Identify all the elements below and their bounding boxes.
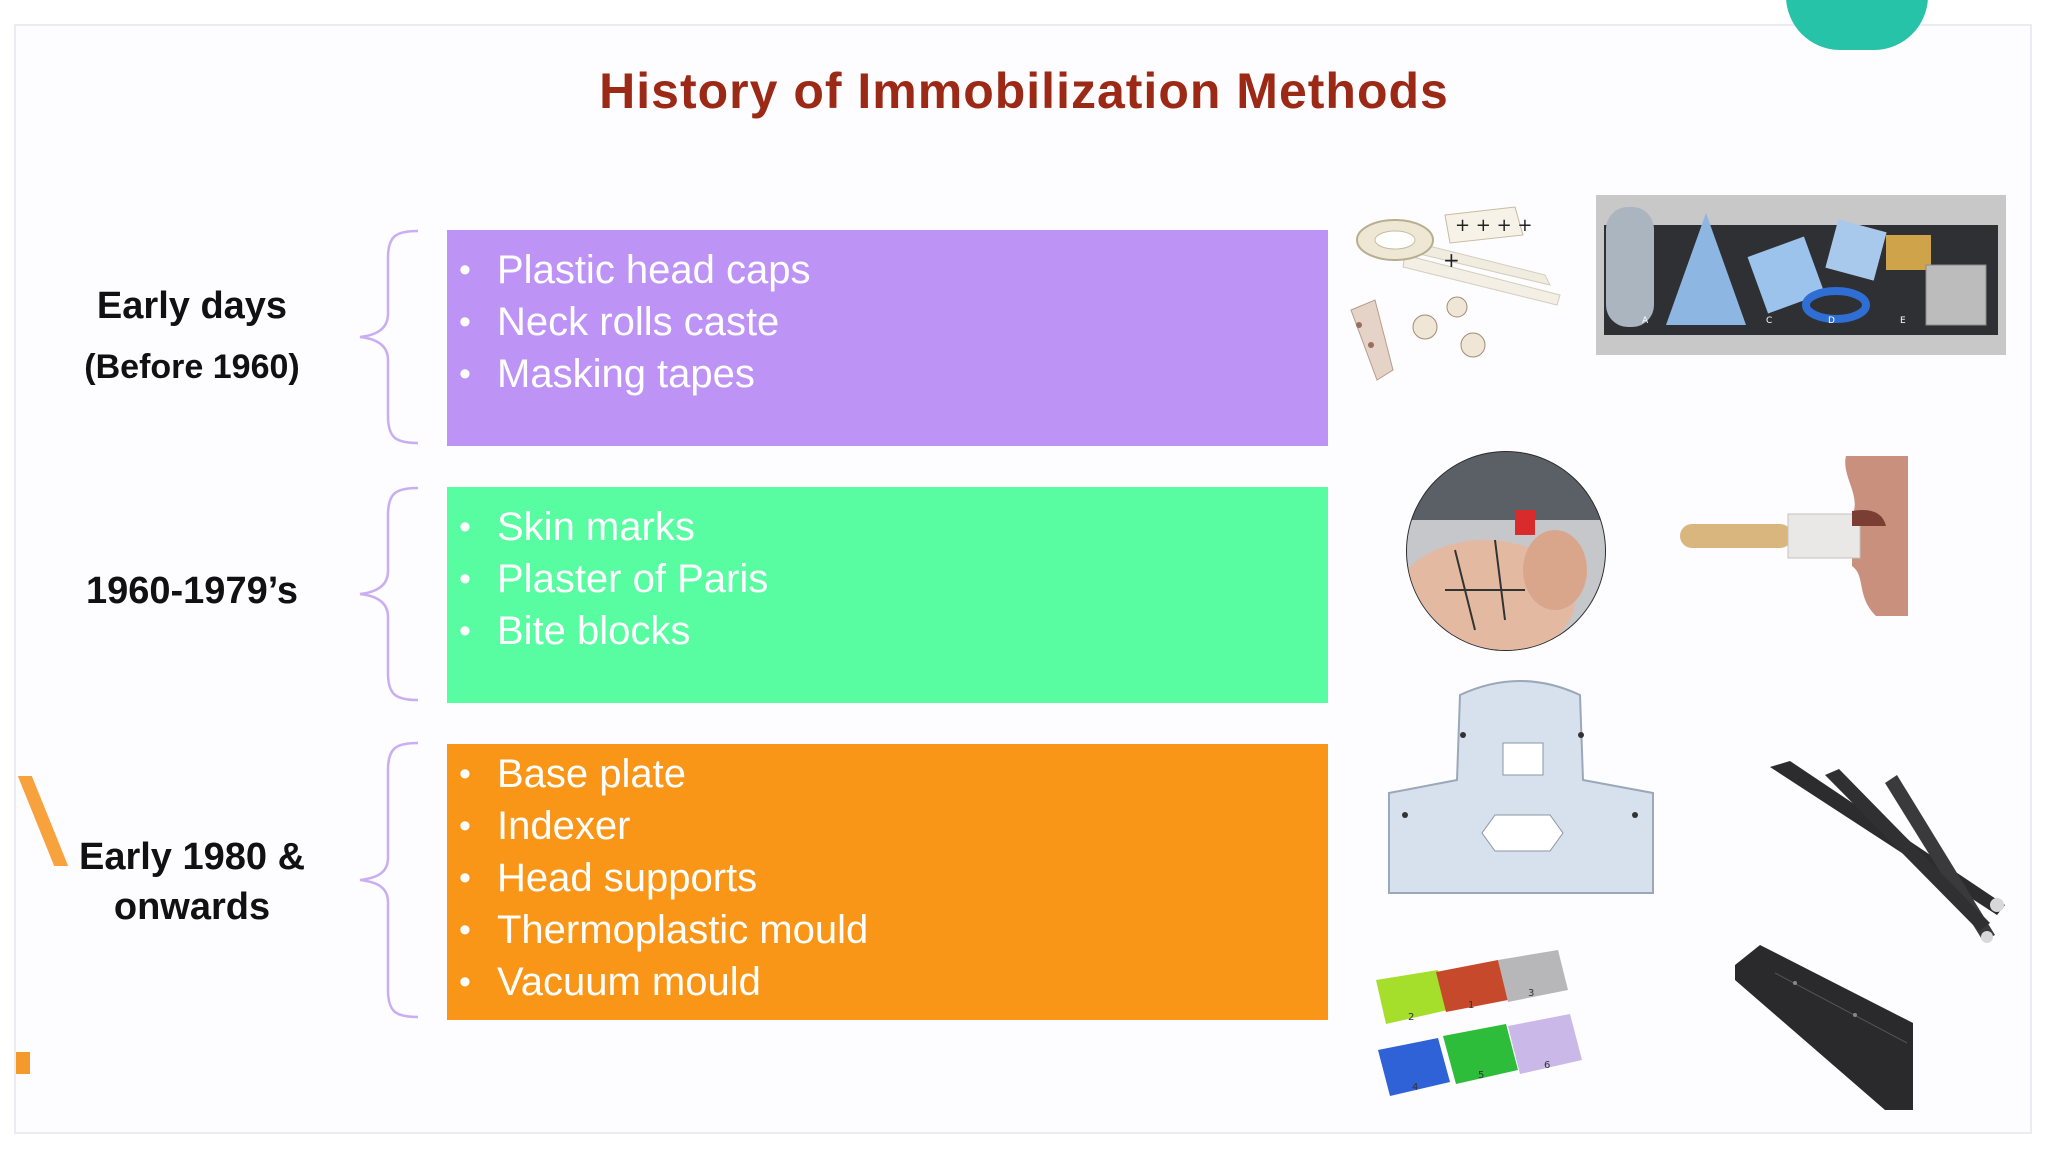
svg-text:+ + + +: + + + +	[1455, 215, 1533, 236]
masking-tape-photo: + + + + +	[1350, 206, 1561, 381]
era-label-main: 1960-1979’s	[85, 570, 298, 612]
era-label-line2: onwards	[113, 886, 271, 928]
era-box-1960s: Skin marks Plaster of Paris Bite blocks	[447, 487, 1328, 703]
era-box-1980-onwards: Base plate Indexer Head supports Thermop…	[447, 744, 1328, 1020]
brace-icon	[359, 486, 419, 702]
era-label-1960s: 1960-1979’s	[42, 566, 342, 616]
tray-letter: C	[1766, 316, 1772, 326]
tray-letter: E	[1900, 316, 1906, 326]
era-label-main: Early days	[96, 285, 288, 327]
tray-letter: D	[1828, 316, 1835, 326]
brace-icon	[359, 741, 419, 1019]
mould-number: 3	[1528, 988, 1534, 999]
era-label-sub: (Before 1960)	[84, 348, 300, 386]
era-label-1980-onwards: Early 1980 & onwards	[42, 832, 342, 932]
slide-title: History of Immobilization Methods	[599, 63, 1449, 119]
list-item: Neck rolls caste	[447, 296, 1328, 348]
list-item: Masking tapes	[447, 348, 1328, 400]
mould-number: 5	[1478, 1070, 1484, 1081]
mould-number: 2	[1408, 1012, 1414, 1023]
mould-number: 6	[1544, 1060, 1550, 1071]
mould-number: 1	[1468, 1000, 1474, 1011]
thermoplastic-board-photo	[1735, 945, 1913, 1110]
era-box-early-days: Plastic head caps Neck rolls caste Maski…	[447, 230, 1328, 446]
era-label-main: Early 1980 &	[78, 836, 306, 878]
list-item: Skin marks	[447, 501, 1328, 553]
list-item: Vacuum mould	[447, 956, 1328, 1008]
list-item: Bite blocks	[447, 605, 1328, 657]
indexer-photo	[1770, 761, 2005, 943]
list-item: Base plate	[447, 748, 1328, 800]
head-supports-photo: 2 1 3 4 5 6	[1376, 950, 1582, 1096]
list-item: Thermoplastic mould	[447, 904, 1328, 956]
list-item: Plastic head caps	[447, 244, 1328, 296]
base-plate-photo	[1388, 680, 1654, 894]
support-tray-photo: A C D E	[1596, 195, 2006, 355]
skin-marks-photo	[1406, 451, 1606, 651]
tray-letter: A	[1642, 316, 1649, 326]
mould-number: 4	[1412, 1082, 1418, 1093]
teal-accent-shape	[1786, 0, 1928, 50]
era-label-early-days: Early days (Before 1960)	[42, 278, 342, 392]
svg-text:+: +	[1443, 248, 1460, 272]
list-item: Head supports	[447, 852, 1328, 904]
list-item: Indexer	[447, 800, 1328, 852]
brace-icon	[359, 229, 419, 445]
list-item: Plaster of Paris	[447, 553, 1328, 605]
bite-block-photo	[1680, 456, 1908, 616]
orange-accent-bar	[16, 1052, 30, 1074]
